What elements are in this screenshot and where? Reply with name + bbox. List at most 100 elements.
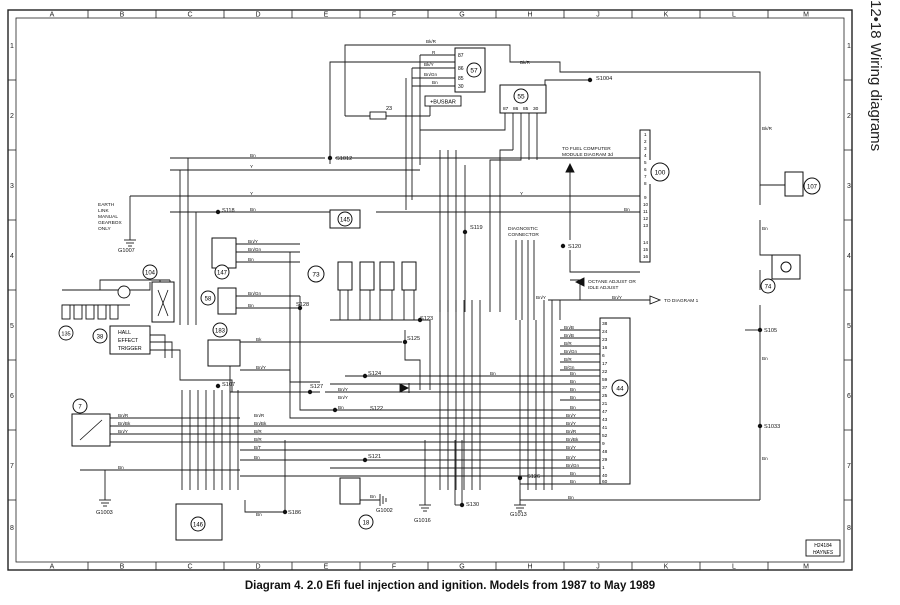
module100-pin-6: 6 (644, 167, 647, 172)
wire-label: Bk (256, 337, 262, 342)
splice-s186: S186 (288, 510, 301, 516)
wire-label: Bn (570, 379, 576, 384)
row-label-2-right: 2 (847, 113, 851, 120)
row-label-4-left: 4 (10, 253, 14, 260)
module100-pin-1: 1 (644, 132, 647, 137)
splice-s123: S123 (420, 316, 433, 322)
wire-label: Bn/Y (536, 295, 546, 300)
wire-label: Bn/Bk (118, 421, 131, 426)
ecu44-pin-40: 40 (602, 473, 608, 479)
component-44-ecu: 44 38 24 23 16 6 17 22 59 37 25 21 47 43… (599, 317, 631, 485)
ground-g1007: G1007 (118, 248, 135, 254)
wire-label: B/R (254, 429, 262, 434)
wire-label: Bn/Gn (248, 291, 261, 296)
row-label-7-left: 7 (10, 463, 14, 470)
to-diagram-1: TO DIAGRAM 1 (664, 298, 699, 304)
row-label-4-right: 4 (847, 253, 851, 260)
col-label-b-bottom: B (120, 564, 125, 571)
ecu44-pin-52: 52 (602, 433, 608, 439)
component-146: 146 (175, 503, 223, 541)
section-header-text: 12•18 Wiring diagrams (867, 0, 884, 152)
component-100-module: 100 1 2 3 4 5 6 7 8 9 10 11 12 13 14 15 … (639, 129, 672, 263)
wire-label: B/R (564, 341, 572, 346)
wire-label: Bn (624, 207, 630, 212)
col-label-f-bottom: F (392, 564, 396, 571)
wire-label: Bn/Gn (424, 72, 437, 77)
octane-line2: IDLE ADJUST (588, 285, 618, 291)
component-18-label: 18 (363, 521, 370, 527)
wire-label: Bn/Gn (248, 247, 261, 252)
row-label-1-left: 1 (10, 43, 14, 50)
wire-label: B/R (564, 357, 572, 362)
row-label-6-right: 6 (847, 393, 851, 400)
wire-label: Bn (256, 512, 262, 517)
splice-s105: S105 (764, 328, 777, 334)
component-73-label: 73 (312, 272, 320, 279)
splice-s122: S122 (370, 406, 383, 412)
module100-pin-14: 14 (643, 240, 649, 245)
relay55-pin-30: 30 (533, 106, 539, 112)
wire-label: Bk/R (520, 60, 531, 65)
diagnostic-line1: DIAGNOSTIC (508, 226, 538, 232)
wire-label: Bn/Y (248, 239, 258, 244)
component-57-relay: 57 87 86 85 30 (454, 47, 486, 93)
splice-s119: S119 (470, 225, 483, 231)
wire-label: Bn (570, 387, 576, 392)
wire-label: Bn/Y (612, 295, 622, 300)
ground-g1016-symbol (419, 504, 431, 512)
relay57-pin-87: 87 (458, 53, 464, 59)
wire-label: Bn (432, 80, 438, 85)
ecu44-pin-48: 48 (602, 449, 608, 455)
col-label-l-bottom: L (732, 564, 736, 571)
ecu44-pin-17: 17 (602, 361, 608, 367)
ecu44-pin-24: 24 (602, 329, 608, 335)
hall-label-line2: EFFECT (118, 338, 139, 344)
wire-label: Bn (570, 371, 576, 376)
wire-label: Bn (490, 371, 496, 376)
ground-g1016: G1016 (414, 518, 431, 524)
component-135-plugs (58, 285, 131, 341)
wire-label: Bn (762, 456, 768, 461)
wire-label: Bn (250, 153, 256, 158)
module100-pin-12: 12 (643, 216, 649, 221)
wire-label: Bn/Y (566, 455, 576, 460)
module100-pin-3: 3 (644, 146, 647, 151)
diode-symbol (399, 383, 410, 393)
ecu44-pin-22: 22 (602, 369, 608, 375)
wire-label: Bn (250, 207, 256, 212)
busbar-box (424, 95, 462, 107)
col-label-c-top: C (187, 12, 192, 19)
row-label-8-right: 8 (847, 525, 851, 532)
wire-label: Bn (570, 395, 576, 400)
earth-link-line1: EARTH (98, 202, 115, 208)
wire-label: Bn/R (118, 413, 129, 418)
ecu44-pin-6: 6 (602, 353, 605, 359)
splice-s1033: S1033 (764, 424, 780, 430)
module100-pin-11: 11 (643, 209, 648, 214)
wire-label: Bn/B (564, 325, 574, 330)
col-label-l-top: L (732, 12, 736, 19)
component-18: 18 (339, 477, 374, 530)
splice-s121: S121 (368, 454, 381, 460)
component-145: 145 (329, 209, 361, 229)
splice-s125: S125 (407, 336, 420, 342)
col-label-a-top: A (50, 12, 55, 19)
component-100-label: 100 (655, 170, 666, 177)
wire-label: Bn/Y (566, 421, 576, 426)
busbar-label: +BUSBAR (430, 100, 456, 106)
ecu44-pin-38: 38 (602, 321, 608, 327)
wire-label: Bn (370, 494, 376, 499)
col-label-g-bottom: G (459, 564, 464, 571)
col-label-d-bottom: D (255, 564, 260, 571)
col-label-m-top: M (803, 12, 809, 19)
row-label-8-left: 8 (10, 525, 14, 532)
splice-s1004: S1004 (596, 76, 612, 82)
component-38-hall-trigger: 38 HALL EFFECT TRIGGER (92, 325, 151, 355)
splice-s120: S120 (568, 244, 581, 250)
wire-label: Y (520, 191, 523, 196)
component-183-label: 183 (215, 329, 226, 335)
relay55-pin-86: 86 (513, 106, 519, 112)
col-label-b-top: B (120, 12, 125, 19)
wire-label: Bn/Y (566, 445, 576, 450)
component-74: 74 (760, 254, 801, 294)
